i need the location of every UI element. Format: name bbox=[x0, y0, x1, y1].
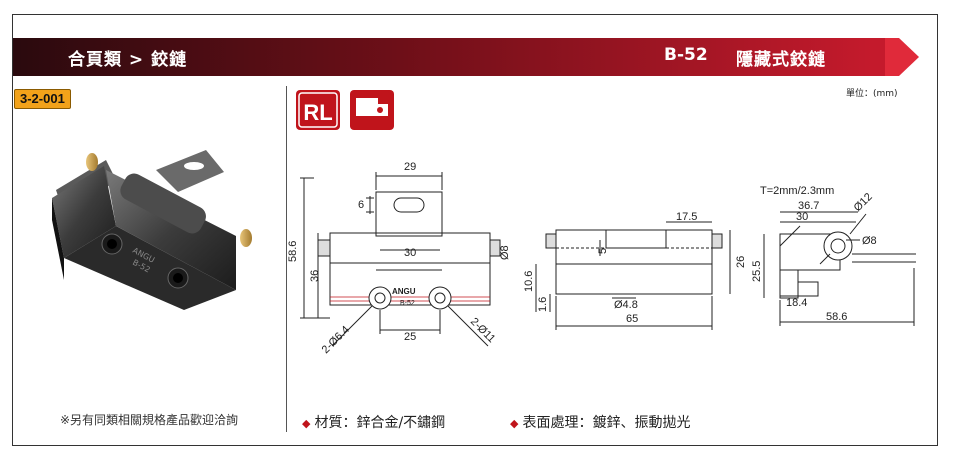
dim-58-6-end: 58.6 bbox=[826, 311, 847, 323]
dim-hole-6-4: 2-Ø6.4 bbox=[320, 324, 352, 356]
spec-finish: ◆表面處理：鍍鋅、振動拋光 bbox=[510, 412, 690, 432]
dim-29: 29 bbox=[404, 161, 416, 173]
dim-25-5: 25.5 bbox=[751, 261, 763, 282]
product-title: 隱藏式鉸鏈 bbox=[736, 50, 826, 70]
dim-25: 25 bbox=[404, 331, 416, 343]
hinge-photo: ANGU B-52 bbox=[52, 150, 252, 310]
page-frame bbox=[12, 14, 938, 446]
dim-5: 5 bbox=[597, 248, 609, 254]
unit-label: 單位：(mm) bbox=[846, 89, 898, 99]
logo-group: RL bbox=[296, 90, 394, 130]
front-leaf bbox=[329, 262, 491, 306]
dim-58-6: 58.6 bbox=[287, 241, 299, 262]
divider bbox=[286, 86, 287, 432]
front-tab bbox=[375, 191, 443, 237]
thickness-label: T=2mm/2.3mm bbox=[760, 185, 834, 197]
footnote: ※另有同類相關規格產品歡迎洽詢 bbox=[60, 413, 239, 427]
spec-material-text: 材質：鋅合金/不鏽鋼 bbox=[314, 415, 446, 431]
diamond-icon: ◆ bbox=[302, 417, 311, 430]
dim-8-end: Ø8 bbox=[862, 235, 877, 247]
dim-6: 6 bbox=[358, 199, 364, 211]
front-brand-text: ANGU bbox=[392, 287, 416, 296]
rl-logo bbox=[296, 90, 340, 130]
spec-finish-text: 表面處理：鍍鋅、振動拋光 bbox=[522, 415, 691, 431]
diamond-icon: ◆ bbox=[510, 417, 519, 430]
breadcrumb: 合頁類 > 鉸鏈 bbox=[68, 50, 188, 70]
end-knuckle bbox=[823, 231, 853, 261]
dim-12: Ø12 bbox=[852, 191, 875, 214]
model-number: B-52 bbox=[664, 45, 708, 65]
front-hole-right bbox=[428, 286, 452, 310]
dim-1-6: 1.6 bbox=[537, 297, 549, 312]
dim-26: 26 bbox=[735, 256, 747, 268]
dim-pin-8: Ø8 bbox=[499, 245, 511, 260]
dim-17-5: 17.5 bbox=[676, 211, 697, 223]
spec-material: ◆材質：鋅合金/不鏽鋼 bbox=[302, 412, 445, 432]
rl-logo-text: RL bbox=[303, 100, 332, 125]
front-model-text: B-52 bbox=[400, 300, 415, 307]
header-banner bbox=[13, 38, 919, 76]
dim-36: 36 bbox=[309, 270, 321, 282]
dim-30: 30 bbox=[404, 247, 416, 259]
dim-18-4: 18.4 bbox=[786, 297, 807, 309]
dim-65: 65 bbox=[626, 313, 638, 325]
product-code-badge: 3-2-001 bbox=[14, 89, 71, 109]
dim-36-7: 36.7 bbox=[798, 200, 819, 212]
dim-4-8: Ø4.8 bbox=[614, 299, 638, 311]
dim-30-end: 30 bbox=[796, 211, 808, 223]
front-hole-left bbox=[368, 286, 392, 310]
dim-10-6: 10.6 bbox=[523, 271, 535, 292]
